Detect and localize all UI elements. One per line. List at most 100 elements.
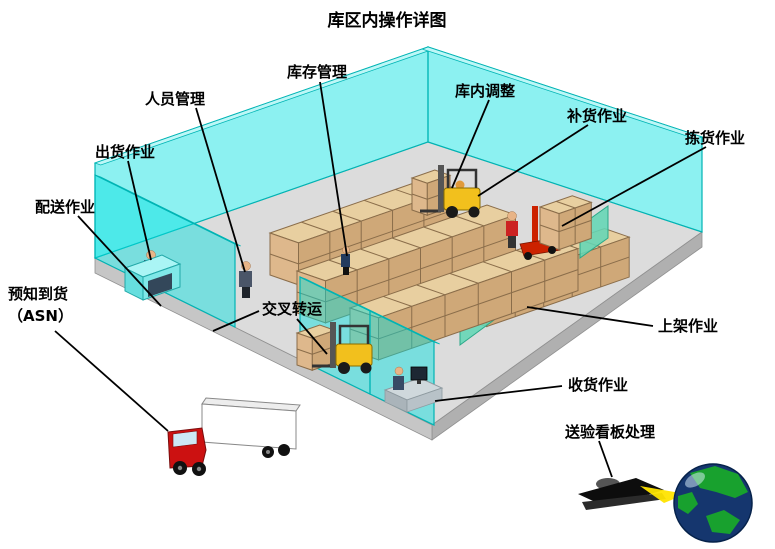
box-face bbox=[539, 224, 560, 233]
truck-wheel-hub bbox=[177, 465, 183, 471]
picker-legs bbox=[508, 236, 516, 248]
label-personnel: 人员管理 bbox=[145, 90, 205, 108]
scanner-base bbox=[582, 493, 666, 510]
leader-crossdock-down bbox=[296, 318, 328, 355]
label-inspection: 送验看板处理 bbox=[564, 423, 655, 441]
label-inventory: 库存管理 bbox=[287, 63, 347, 81]
pallet-truck-wheel bbox=[548, 246, 556, 254]
box-face bbox=[301, 221, 331, 233]
forklift-mast bbox=[330, 322, 336, 368]
leader-shipping bbox=[127, 160, 152, 261]
monitor-stand bbox=[417, 380, 421, 384]
forklift-body bbox=[335, 343, 373, 367]
wall-top-edge bbox=[421, 46, 704, 140]
leader-inspection bbox=[598, 440, 613, 478]
worker-body bbox=[341, 254, 350, 267]
box-face bbox=[363, 199, 393, 211]
label-picking: 拣货作业 bbox=[685, 129, 745, 147]
box-face bbox=[296, 291, 326, 303]
leader-crossdock-left bbox=[212, 310, 260, 332]
pallet-truck-wheel bbox=[524, 252, 532, 260]
box-face bbox=[558, 219, 592, 233]
continent bbox=[678, 492, 698, 514]
box-face bbox=[383, 295, 412, 307]
wall-top-edge bbox=[94, 174, 241, 247]
leader-asn bbox=[54, 330, 169, 432]
worker-legs bbox=[343, 267, 349, 275]
operator-head bbox=[394, 366, 404, 376]
leader-personnel bbox=[195, 107, 246, 273]
truck-wheel bbox=[278, 444, 290, 456]
labels: 库区内操作详图 库存管理 人员管理 库内调整 补货作业 拣货作业 出货作业 配送… bbox=[8, 10, 745, 441]
forklift-top bbox=[410, 165, 481, 218]
forklift-mast bbox=[438, 165, 444, 212]
wall-top-edge bbox=[369, 310, 440, 345]
label-asn-line2: （ASN） bbox=[8, 307, 73, 325]
picker-head bbox=[507, 211, 517, 221]
forklift-body bbox=[443, 187, 481, 211]
box-face bbox=[449, 272, 479, 284]
scanner-body bbox=[578, 478, 664, 507]
box-face bbox=[416, 284, 446, 296]
delivery-truck bbox=[167, 397, 301, 476]
box-face bbox=[455, 215, 484, 227]
pallet-load bbox=[538, 195, 593, 251]
truck-wheel-hub bbox=[266, 450, 270, 454]
worker-body bbox=[239, 271, 252, 287]
box-face bbox=[360, 248, 389, 260]
box-face bbox=[411, 193, 428, 200]
leader-putaway bbox=[526, 306, 654, 327]
box-face bbox=[378, 269, 579, 340]
box-face bbox=[391, 237, 421, 249]
box-face bbox=[269, 253, 299, 265]
label-putaway: 上架作业 bbox=[658, 317, 718, 335]
personnel-worker bbox=[239, 261, 252, 298]
leader-picking bbox=[561, 146, 707, 227]
forklift-wheel bbox=[468, 206, 480, 218]
label-receiving: 收货作业 bbox=[568, 376, 628, 394]
picker-body bbox=[506, 221, 518, 236]
leader-delivery bbox=[77, 215, 162, 307]
forklift-wheel bbox=[360, 362, 372, 374]
receiving-station bbox=[383, 366, 444, 413]
operator-body bbox=[393, 376, 404, 390]
box-face bbox=[423, 226, 453, 238]
truck-wheel-hub bbox=[196, 466, 202, 472]
forklift-guard bbox=[338, 324, 370, 344]
scanner-device bbox=[578, 478, 686, 510]
trailer-side bbox=[201, 403, 297, 450]
leader-receiving bbox=[434, 385, 563, 402]
leader-lines bbox=[54, 81, 707, 478]
box-face bbox=[296, 348, 313, 355]
monitor bbox=[410, 366, 428, 381]
worker-legs bbox=[242, 287, 250, 298]
cab-window bbox=[172, 430, 198, 448]
counter-opening bbox=[148, 273, 172, 297]
front-left-wall-1 bbox=[94, 174, 241, 328]
diagram-title: 库区内操作详图 bbox=[328, 10, 447, 31]
pallet-truck-mast bbox=[532, 206, 538, 248]
box-face bbox=[482, 261, 512, 273]
forklift-driver bbox=[455, 180, 465, 190]
label-crossdock: 交叉转运 bbox=[262, 300, 322, 318]
label-delivery: 配送作业 bbox=[35, 198, 95, 216]
box-face bbox=[325, 235, 516, 303]
box-row-b bbox=[295, 204, 518, 324]
forklift-guard bbox=[446, 168, 478, 188]
globe-land bbox=[678, 466, 748, 534]
forklift-load bbox=[295, 324, 337, 371]
box-face bbox=[555, 200, 576, 209]
light-beam bbox=[640, 486, 686, 503]
box-face bbox=[298, 208, 456, 265]
label-internal-adjust: 库内调整 bbox=[455, 82, 515, 100]
box-face bbox=[349, 328, 379, 340]
leader-inventory bbox=[319, 81, 348, 257]
leader-replenishment bbox=[477, 124, 589, 197]
forklift-wheel bbox=[446, 206, 458, 218]
box-face bbox=[332, 210, 362, 222]
globe bbox=[673, 463, 753, 543]
label-shipping: 出货作业 bbox=[95, 143, 155, 161]
shipping-station bbox=[123, 250, 182, 301]
